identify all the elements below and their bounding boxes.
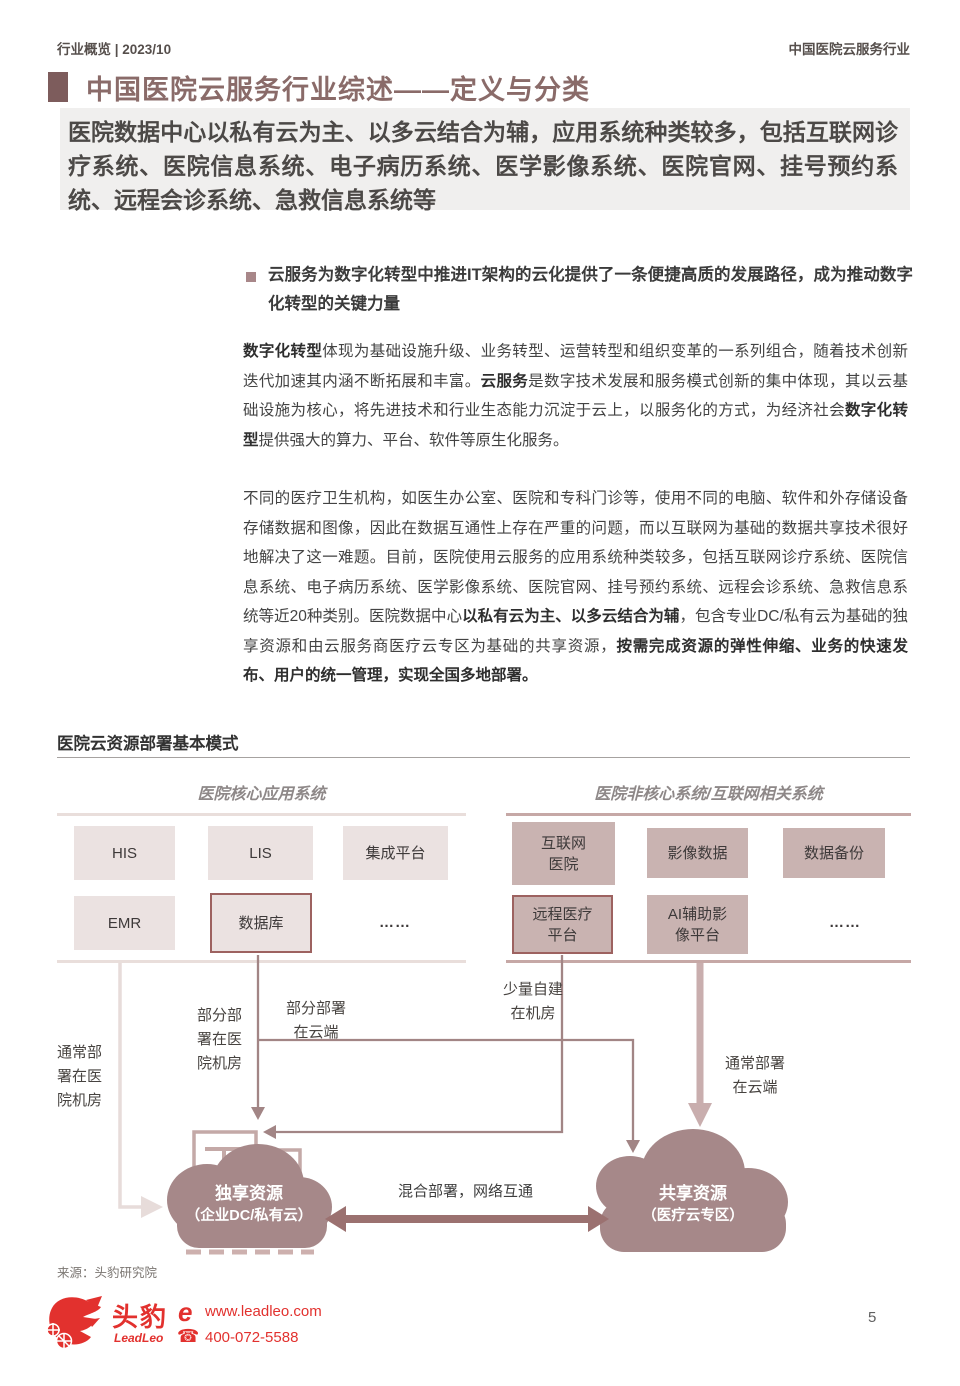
group-underline-right bbox=[506, 813, 911, 816]
diagram-title: 医院云资源部署基本模式 bbox=[57, 735, 239, 753]
system-box-telemedicine-platform: 远程医疗 平台 bbox=[512, 895, 613, 954]
logo-crosshair-icons bbox=[46, 1323, 73, 1350]
bullet-square-icon bbox=[246, 272, 256, 282]
phone-icon: ☎ bbox=[177, 1326, 200, 1346]
group-header-noncore-systems: 医院非核心系统/互联网相关系统 bbox=[594, 786, 823, 803]
label-few-self-built: 少量自建在机房 bbox=[502, 981, 563, 1022]
system-box-internet-hospital: 互联网 医院 bbox=[512, 822, 615, 885]
group-header-core-systems: 医院核心应用系统 bbox=[197, 786, 326, 803]
cloud-shared-resources bbox=[596, 1129, 788, 1252]
label-partly-cloud: 部分部署在云端 bbox=[285, 1000, 346, 1041]
source-note: 来源：头豹研究院 bbox=[57, 1266, 158, 1280]
paragraph-hospital-cloud: 不同的医疗卫生机构，如医生办公室、医院和专科门诊等，使用不同的电脑、软件和外存储… bbox=[243, 490, 908, 684]
group-bottomline-left bbox=[57, 960, 466, 963]
arrowhead-few-self-built bbox=[263, 1125, 276, 1139]
label-hybrid-deployment: 混合部署，网络互通 bbox=[397, 1183, 533, 1200]
system-box-ai-imaging-platform: AI辅助影 像平台 bbox=[647, 895, 748, 954]
system-box-emr: EMR bbox=[74, 896, 175, 950]
page-title: 中国医院云服务行业综述——定义与分类 bbox=[86, 75, 590, 105]
ellipsis-left: …… bbox=[379, 914, 411, 931]
footer-website-link[interactable]: www.leadleo.com bbox=[205, 1303, 322, 1320]
leadleo-logo bbox=[46, 1296, 102, 1350]
key-takeaway-block: 医院数据中心以私有云为主、以多云结合为辅，应用系统种类较多，包括互联网诊疗系统、… bbox=[60, 108, 910, 213]
label-usually-cloud: 通常部署在云端 bbox=[724, 1055, 785, 1096]
page-number: 5 bbox=[868, 1309, 877, 1326]
footer-phone-number: 400-072-5588 bbox=[205, 1329, 299, 1346]
system-box-imaging-data: 影像数据 bbox=[647, 828, 748, 878]
bullet-statement: 云服务为数字化转型中推进IT架构的云化提供了一条便捷高质的发展路径，成为推动数字… bbox=[268, 266, 913, 313]
hybrid-deployment-arrow bbox=[325, 1206, 609, 1232]
connector-usually-hospital bbox=[118, 963, 141, 1209]
cloud-dedicated-line2: （企业DC/私有云） bbox=[185, 1208, 313, 1224]
group-bottomline-right bbox=[506, 960, 911, 963]
system-box-his: HIS bbox=[74, 826, 175, 880]
arrowhead-usually-cloud bbox=[688, 1103, 712, 1127]
label-usually-hospital-room: 通常部署在医院机房 bbox=[57, 1044, 103, 1109]
cloud-text-shared: 共享资源 （医疗云专区） bbox=[598, 1183, 788, 1227]
arrowhead-usually-hospital bbox=[141, 1196, 163, 1218]
header-section-date: 行业概览 | 2023/10 bbox=[57, 42, 172, 57]
system-box-data-backup: 数据备份 bbox=[783, 828, 885, 878]
cloud-text-dedicated: 独享资源 （企业DC/私有云） bbox=[168, 1183, 330, 1227]
brand-name-en: LeadLeo bbox=[114, 1331, 164, 1345]
paragraph-digital-transformation: 数字化转型体现为基础设施升级、业务转型、运营转型和组织变革的一系列组合，随着技术… bbox=[243, 343, 908, 449]
arrowhead-db-down bbox=[251, 1107, 265, 1120]
diagram-title-rule bbox=[57, 757, 910, 758]
group-underline-left bbox=[57, 813, 466, 816]
connector-few-self-built bbox=[276, 955, 564, 1134]
system-box-integration-platform: 集成平台 bbox=[343, 826, 448, 880]
cloud-shared-line1: 共享资源 bbox=[659, 1184, 727, 1203]
deployment-flow-diagram bbox=[118, 955, 788, 1255]
cloud-dedicated-resources bbox=[167, 1144, 332, 1248]
cloud-dedicated-line1: 独享资源 bbox=[215, 1184, 283, 1203]
system-box-lis: LIS bbox=[208, 826, 313, 880]
title-square-marker bbox=[48, 72, 68, 102]
system-box-database: 数据库 bbox=[210, 893, 312, 953]
connector-partly-cloud bbox=[258, 1038, 635, 1140]
cloud-shared-line2: （医疗云专区） bbox=[642, 1208, 744, 1224]
arrowhead-partly-cloud bbox=[626, 1140, 640, 1153]
brand-name-cn: 头豹 bbox=[112, 1302, 169, 1332]
e-mark-icon: e bbox=[178, 1297, 193, 1327]
ellipsis-right: …… bbox=[829, 914, 861, 931]
header-industry: 中国医院云服务行业 bbox=[788, 42, 911, 57]
label-partly-hospital-room: 部分部署在医院机房 bbox=[197, 1007, 243, 1072]
